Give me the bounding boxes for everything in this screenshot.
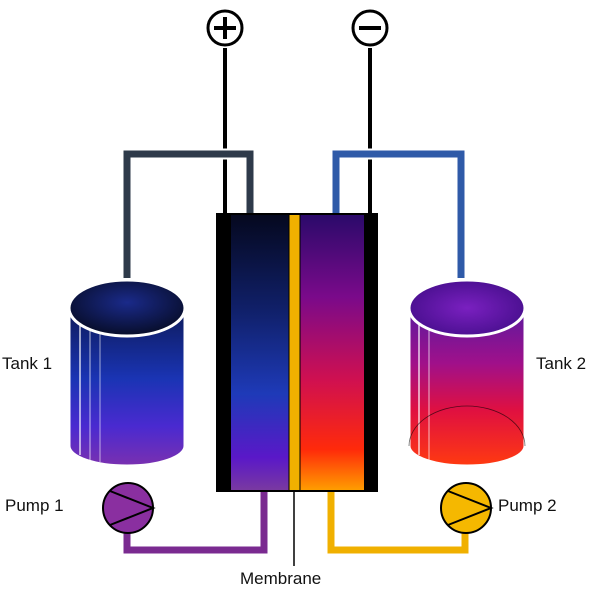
membrane-strip	[288, 213, 301, 492]
tank-1-label: Tank 1	[2, 354, 52, 373]
membrane-label: Membrane	[240, 569, 321, 588]
pump-2-label: Pump 2	[498, 496, 557, 515]
left-electrode	[217, 214, 231, 491]
electrochemical-cell	[216, 213, 378, 492]
right-electrode	[364, 214, 377, 491]
tank-2	[407, 278, 527, 468]
tank-2-label: Tank 2	[536, 354, 586, 373]
pump-icon	[440, 482, 494, 534]
minus-in-circle-icon	[351, 9, 389, 47]
pump-1-label: Pump 1	[5, 496, 64, 515]
tank-1	[67, 278, 187, 468]
pump-icon	[102, 482, 156, 534]
plus-in-circle-icon	[206, 9, 244, 47]
